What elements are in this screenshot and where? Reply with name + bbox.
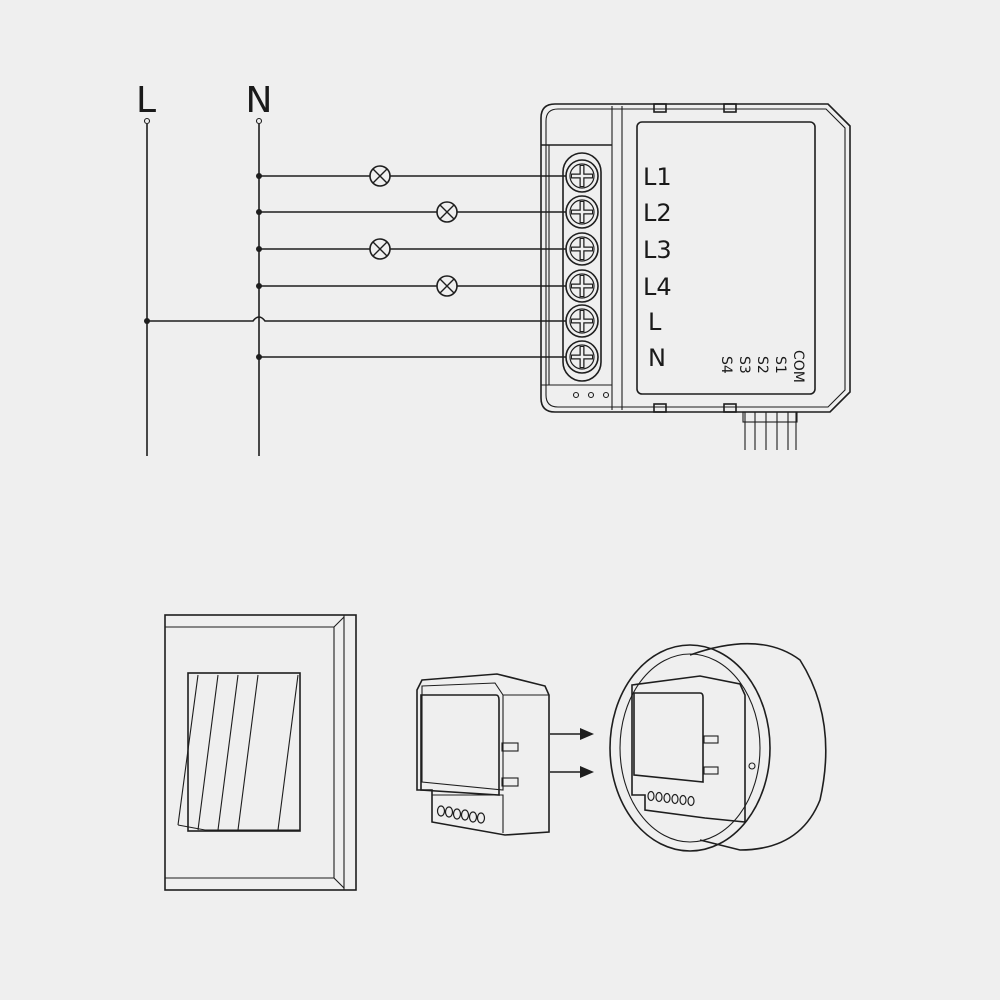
module-side-view — [416, 673, 550, 836]
lamp-icon — [369, 165, 391, 187]
terminal-label-neutral: N — [648, 344, 666, 372]
module-housing — [540, 103, 851, 413]
junction-dot — [256, 209, 262, 215]
module-label-panel — [636, 121, 816, 395]
line-terminal-dot — [143, 117, 151, 125]
terminal-label-l2: L2 — [643, 199, 672, 227]
rocker — [187, 672, 301, 832]
junction-dot — [256, 246, 262, 252]
junction-dot — [144, 318, 150, 324]
supply-neutral-label: N — [246, 80, 273, 121]
screw-terminal-icon — [565, 159, 599, 193]
screw-terminal-icon — [565, 269, 599, 303]
lamp-icon — [436, 201, 458, 223]
supply-lines: L N — [136, 80, 273, 456]
junction-dot — [256, 283, 262, 289]
switch-input-labels: COM S1 S2 S3 S4 — [718, 350, 806, 383]
wall-switch — [164, 614, 357, 891]
load-wires — [144, 165, 567, 360]
terminal-label-l4: L4 — [643, 273, 672, 301]
supply-line-label: L — [136, 80, 156, 121]
input-label-s1: S1 — [772, 356, 788, 374]
screw-terminal-icon — [565, 304, 599, 338]
arrow-right-icon — [550, 728, 594, 778]
line-feed-wire — [147, 316, 567, 322]
lamp-icon — [436, 275, 458, 297]
terminal-label-line: L — [648, 308, 662, 336]
wall-box — [609, 642, 827, 852]
terminal-label-l3: L3 — [643, 236, 672, 264]
terminal-label-l1: L1 — [643, 163, 672, 191]
junction-dot — [256, 354, 262, 360]
lamp-icon — [369, 238, 391, 260]
input-label-com: COM — [790, 350, 806, 383]
input-label-s3: S3 — [736, 356, 752, 374]
screw-terminal-icon — [565, 340, 599, 374]
screw-terminal-icon — [565, 195, 599, 229]
switch-input-pins — [742, 411, 798, 450]
junction-dot — [256, 173, 262, 179]
switch-plate — [164, 614, 357, 891]
screw-terminal-icon — [565, 232, 599, 266]
neutral-terminal-dot — [255, 117, 263, 125]
terminal-block — [562, 152, 602, 382]
input-label-s2: S2 — [754, 356, 770, 374]
input-label-s4: S4 — [718, 356, 734, 374]
